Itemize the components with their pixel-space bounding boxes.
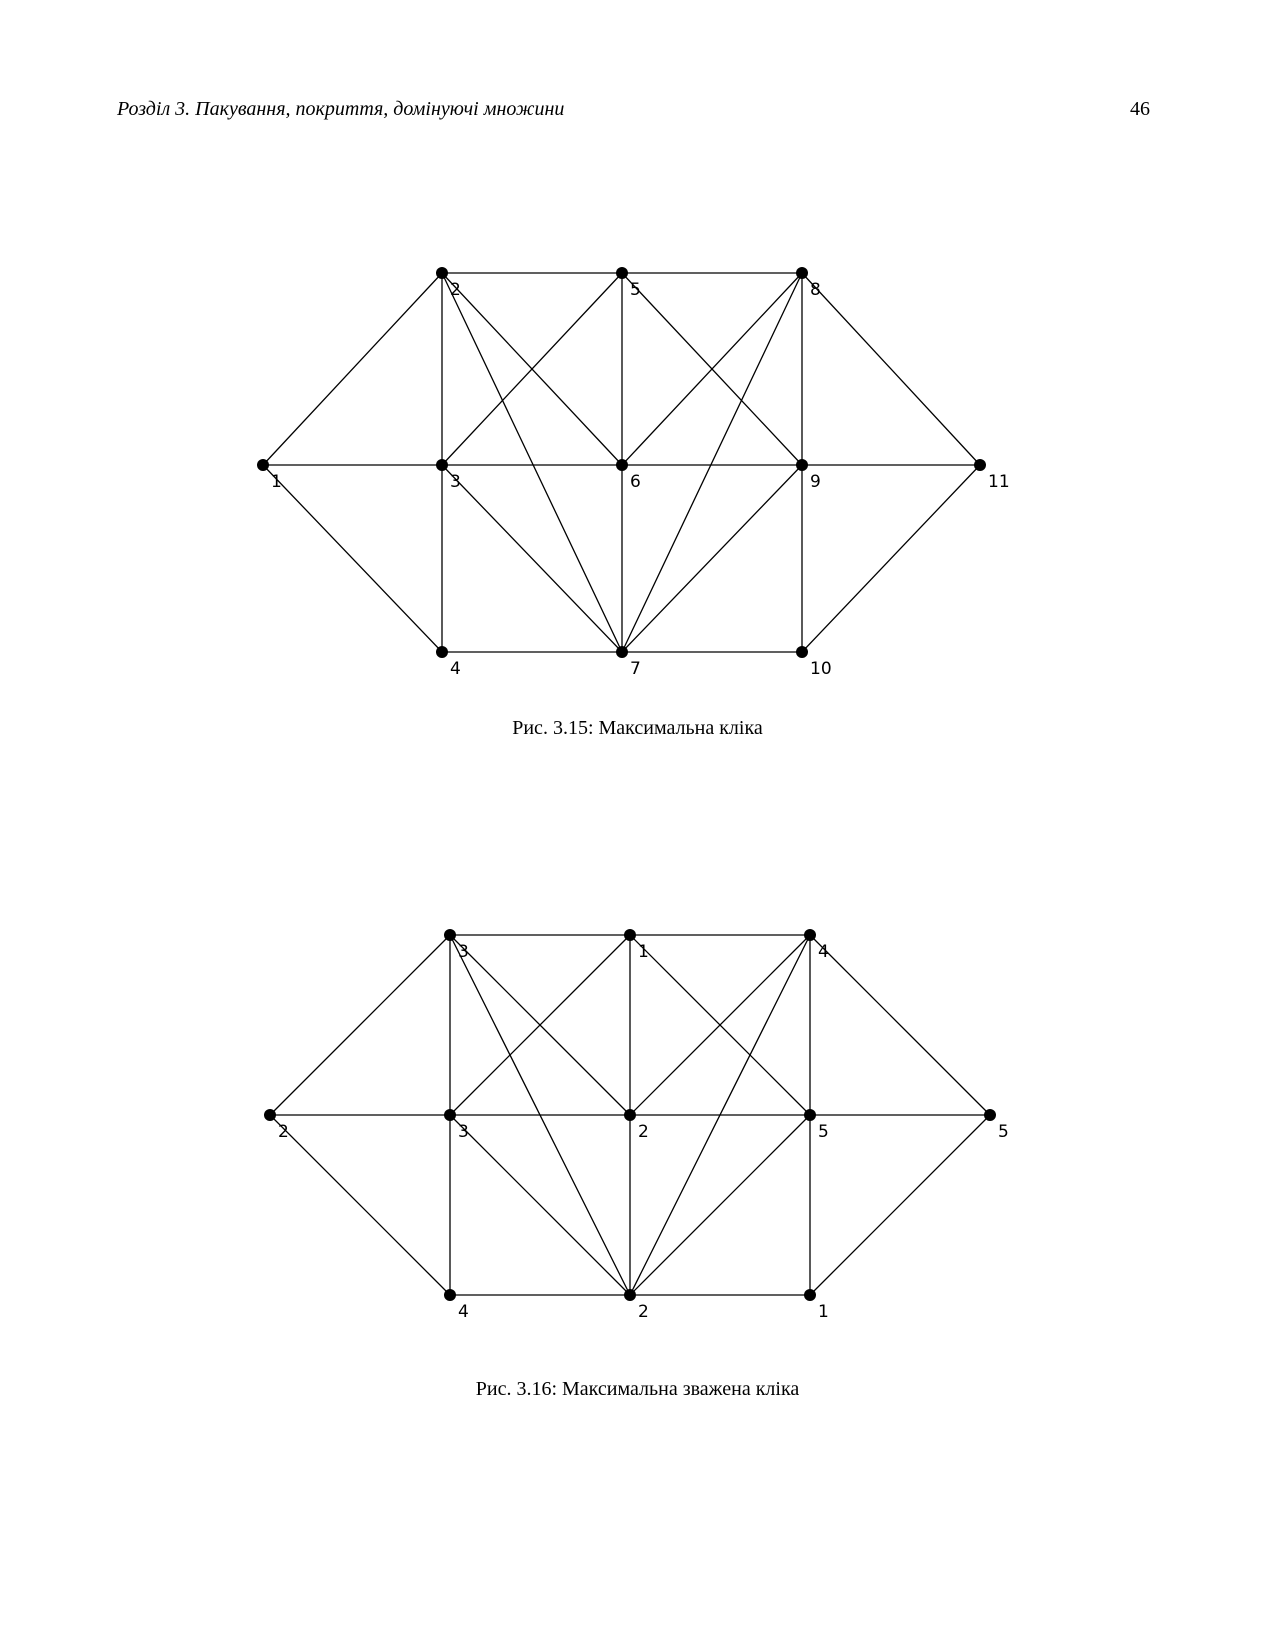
graph-node: [436, 459, 448, 471]
graph-node: [257, 459, 269, 471]
graph-node-label: 2: [638, 1122, 649, 1142]
graph-edge: [441, 464, 623, 653]
graph-edge: [621, 272, 803, 653]
graph-node-label: 9: [810, 472, 821, 492]
graph-node: [616, 459, 628, 471]
graph-node-label: 2: [278, 1122, 289, 1142]
graph-edge: [801, 272, 981, 466]
graph-node: [796, 459, 808, 471]
graph-edge: [262, 464, 443, 653]
graph-edge: [441, 272, 623, 653]
figure-max-clique-graph: 1 2 3 4 5 6 7 8 9 10 11: [257, 267, 1010, 679]
graph-edge: [449, 934, 631, 1116]
graph-node: [624, 929, 636, 941]
graph-node: [804, 929, 816, 941]
graph-node: [624, 1289, 636, 1301]
graph-node: [804, 1289, 816, 1301]
graph-edge: [621, 272, 803, 466]
graph-node: [624, 1109, 636, 1121]
graph-node: [436, 267, 448, 279]
graph-node-label: 4: [458, 1302, 469, 1322]
graph-node: [984, 1109, 996, 1121]
graph-node-label: 5: [630, 280, 641, 300]
graph-node: [796, 267, 808, 279]
graph-node-label: 8: [810, 280, 821, 300]
graph-node: [436, 646, 448, 658]
graph-node-label: 10: [810, 659, 832, 679]
graph-edge: [621, 464, 803, 653]
graph-node-label: 7: [630, 659, 641, 679]
graph-node: [616, 646, 628, 658]
graph-node-label: 4: [818, 942, 829, 962]
graph-edge: [629, 934, 811, 1296]
graph-node: [444, 929, 456, 941]
graph-node: [796, 646, 808, 658]
graph-node-label: 4: [450, 659, 461, 679]
graph-node: [264, 1109, 276, 1121]
graph-edge: [269, 934, 451, 1116]
graph-edge: [441, 272, 623, 466]
figure-caption-3-15: Рис. 3.15: Максимальна кліка: [512, 717, 763, 739]
graph-node-label: 3: [450, 472, 461, 492]
graph-edge: [809, 1114, 991, 1296]
graph-node: [804, 1109, 816, 1121]
figure-caption-3-16: Рис. 3.16: Максимальна зважена кліка: [475, 1378, 800, 1400]
graph-node-label: 3: [458, 1122, 469, 1142]
figure-max-weighted-clique-graph: 2 3 3 4 1 2 2 4 5 1 5: [264, 929, 1009, 1322]
graph-node-label: 2: [450, 280, 461, 300]
graph-node-label: 6: [630, 472, 641, 492]
graph-node: [444, 1109, 456, 1121]
graph-edge: [449, 1114, 631, 1296]
graph-node-label: 1: [271, 472, 282, 492]
page-number: 46: [1130, 98, 1150, 120]
graph-node-label: 3: [458, 942, 469, 962]
running-header: Розділ 3. Пакування, покриття, домінуючі…: [117, 98, 565, 120]
graph-edge: [629, 1114, 811, 1296]
graph-node-label: 2: [638, 1302, 649, 1322]
graph-edge: [801, 464, 981, 653]
graph-node-label: 11: [988, 472, 1010, 492]
graph-node: [444, 1289, 456, 1301]
graph-node: [974, 459, 986, 471]
graph-node-label: 1: [818, 1302, 829, 1322]
graph-node-label: 5: [998, 1122, 1009, 1142]
graph-node-label: 5: [818, 1122, 829, 1142]
graph-node-label: 1: [638, 942, 649, 962]
graph-edge: [269, 1114, 451, 1296]
graph-edge: [262, 272, 443, 466]
graph-node: [616, 267, 628, 279]
graph-edge: [809, 934, 991, 1116]
graph-edge: [629, 934, 811, 1116]
